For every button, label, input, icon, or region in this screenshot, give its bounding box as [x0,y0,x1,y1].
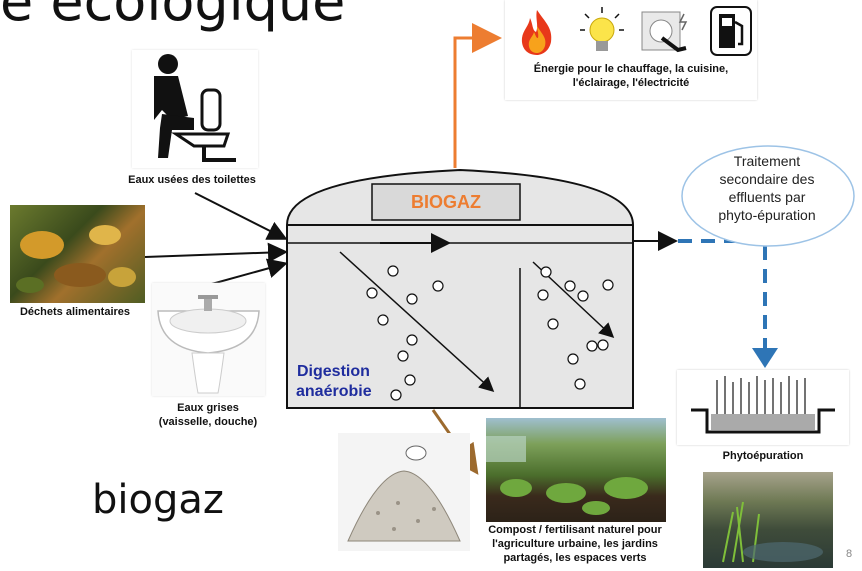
compost-heap-illustration [338,433,470,551]
plug-icon [640,8,696,58]
biogas-box [371,183,521,221]
grey-input-arrow [207,258,288,286]
sink-illustration [152,283,265,396]
food-input-arrow [144,242,288,263]
biogaz-text: biogaz [92,477,224,523]
bubbles [366,265,614,401]
svg-text:secondaire des: secondaire des [720,171,815,187]
blue-arrowhead [752,348,778,368]
compost-caption: Compost / fertilisant naturel pour l'agr… [488,524,662,564]
svg-text:effluents par: effluents par [729,189,806,205]
biogas-label: BIOGAZ [411,192,481,212]
toilet-input-arrow [194,192,288,240]
digester-tank [286,168,634,409]
dashed-blue-path [678,239,767,355]
fire-icon [517,8,557,56]
grey-water-caption: Eaux grises (vaisselle, douche) [158,402,258,428]
food-caption: Déchets alimentaires [19,306,131,318]
diagonal-arrow-1 [339,251,495,393]
treatment-text: Traitement secondaire des effluents par … [718,153,815,223]
energy-arrow [453,23,502,168]
garden-photo [486,418,666,522]
fuel-pump-icon [710,6,752,56]
svg-text:Traitement: Traitement [734,153,801,169]
phyto-caption: Phytoépuration [722,450,804,462]
toilet-illustration [132,50,258,168]
treatment-ellipse [681,145,855,247]
pond-photo [703,472,833,568]
food-waste-photo [10,205,145,303]
page-number: 8 [846,548,853,560]
toilet-caption: Eaux usées des toilettes [128,174,256,186]
phyto-illustration [677,370,849,445]
digestion-label-1: Digestion [297,363,370,380]
lightbulb-icon [579,6,625,58]
energy-panel: Énergie pour le chauffage, la cuisine, l… [505,0,757,100]
svg-text:phyto-épuration: phyto-épuration [718,207,815,223]
energy-caption: Énergie pour le chauffage, la cuisine, l… [533,63,729,89]
slide-title: e écologique [0,0,346,33]
digestion-label-2: anaérobie [296,383,372,400]
